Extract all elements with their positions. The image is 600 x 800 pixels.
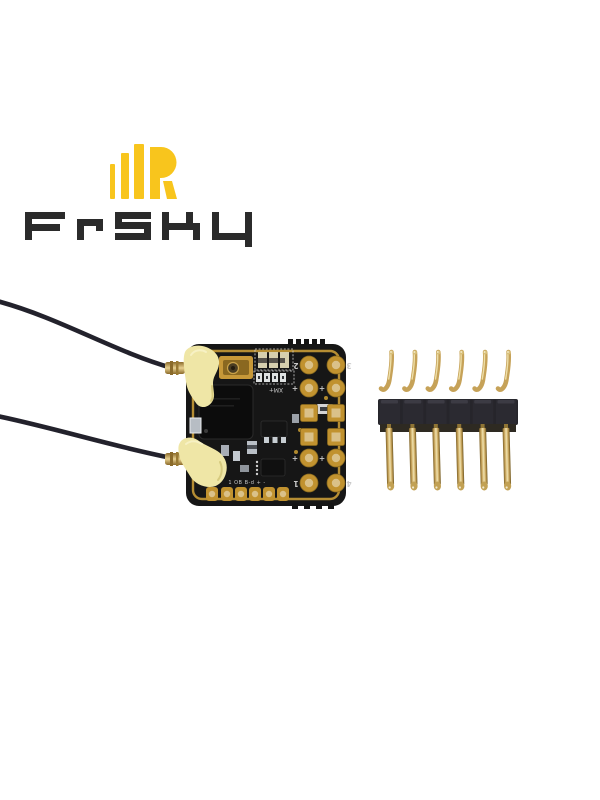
logo-r-stem [150, 147, 160, 199]
pad-label-plus-c: + [292, 454, 298, 463]
header-pin-bent [402, 349, 418, 392]
bottom-silkscreen: 1 OB B-d + - [228, 480, 265, 486]
header-pin-long [408, 427, 418, 491]
pad-label-2: 2 [293, 361, 298, 370]
header-pin-bent [378, 349, 395, 392]
frsky-signal-icon [110, 144, 177, 199]
letter-S [115, 212, 151, 240]
frsky-logo [25, 144, 252, 247]
receiver-pcb: 2 3 + + + + 1 4 XM+ 1 OB B-d + - [186, 339, 352, 509]
signal-bar-large [134, 144, 144, 199]
pad-label-plus-d: + [319, 454, 325, 463]
header-pin-long [455, 427, 465, 491]
header-pin-bent [448, 349, 465, 392]
frsky-wordmark [25, 212, 252, 247]
smd-components [189, 396, 333, 477]
header-pin-long [432, 427, 442, 491]
header-top-pins [378, 349, 512, 392]
pad-label-3: 3 [346, 361, 351, 370]
pad-label-plus-a: + [292, 384, 298, 393]
letter-F [25, 212, 65, 240]
pad-grid [299, 355, 346, 493]
letter-r [77, 219, 103, 240]
antenna-wire-top [0, 299, 175, 371]
header-plastic [378, 399, 518, 432]
receiver-assembly: 2 3 + + + + 1 4 XM+ 1 OB B-d + - [0, 299, 352, 509]
signal-bar-medium [121, 153, 129, 199]
header-pin-long [502, 427, 512, 491]
pin-header [378, 349, 518, 491]
signal-bar-small [110, 164, 115, 199]
bind-button [219, 356, 253, 379]
pad-label-plus-b: + [319, 384, 325, 393]
antenna-wire-bottom [0, 414, 175, 461]
smd-resistor-cluster [253, 348, 295, 385]
glue-blob-top [183, 345, 220, 408]
bottom-pad-row [206, 487, 289, 501]
logo-r-leg [163, 181, 177, 199]
center-silkscreen: XM+ [269, 386, 283, 393]
pcb-edge-notches [288, 339, 334, 509]
header-pin-bent [425, 349, 441, 392]
letter-Y [212, 212, 252, 247]
letter-K [162, 212, 200, 240]
pad-label-4: 4 [346, 479, 351, 488]
header-pin-long [479, 427, 488, 491]
header-pin-bent [472, 349, 488, 392]
glue-blob-bottom [178, 437, 227, 487]
header-pin-long [385, 427, 395, 491]
header-pin-bent [495, 349, 512, 392]
silkscreen-labels: 2 3 + + + + 1 4 XM+ 1 OB B-d + - [228, 361, 351, 488]
header-bottom-pins [385, 427, 512, 491]
pad-label-1: 1 [293, 479, 298, 488]
logo-r-bowl [160, 147, 177, 178]
